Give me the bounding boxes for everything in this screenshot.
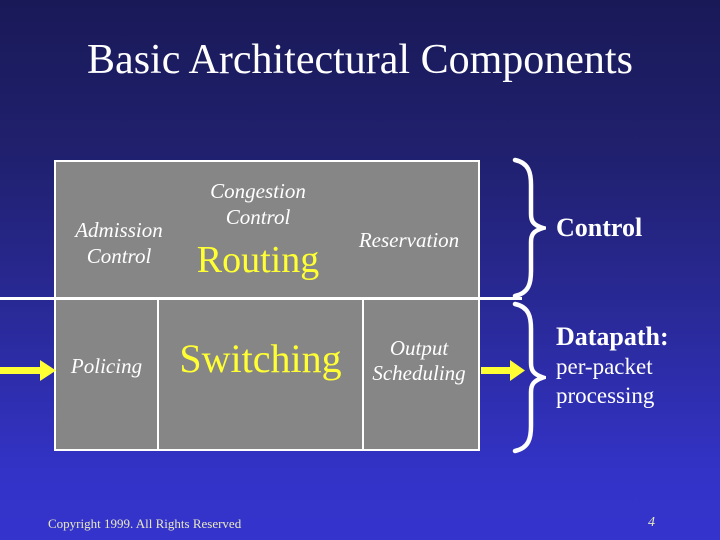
router-components-box: Admission Control Congestion Control Rou… — [54, 160, 480, 451]
output-scheduling-line2: Scheduling — [372, 361, 466, 385]
datapath-subline2: processing — [556, 383, 655, 408]
ingress-packet-arrow-icon — [0, 360, 56, 381]
switching-output-divider — [362, 300, 364, 449]
control-brace-icon — [512, 157, 546, 299]
datapath-subline1: per-packet — [556, 354, 653, 379]
switching-label: Switching — [179, 336, 342, 381]
control-plane-label: Control — [556, 213, 643, 242]
admission-control-line1: Admission — [75, 218, 163, 242]
congestion-control-line1: Congestion — [210, 179, 306, 203]
reservation-label: Reservation — [358, 228, 460, 252]
policing-switching-divider — [157, 300, 159, 449]
datapath-annotation: Datapath: per-packet processing — [556, 321, 669, 410]
page-number: 4 — [648, 515, 655, 530]
datapath-heading: Datapath: — [556, 322, 669, 351]
admission-control-label: Admission Control — [56, 217, 182, 269]
copyright-notice: Copyright 1999. All Rights Reserved — [48, 516, 242, 531]
congestion-control-line2: Control — [225, 205, 291, 229]
policing-label: Policing — [70, 354, 143, 378]
control-datapath-divider — [0, 297, 522, 300]
output-scheduling-label: Output Scheduling — [360, 336, 478, 386]
egress-packet-arrow-icon — [481, 360, 525, 381]
congestion-control-label: Congestion Control — [190, 178, 326, 230]
routing-label: Routing — [196, 239, 320, 281]
admission-control-line2: Control — [86, 244, 152, 268]
output-scheduling-line1: Output — [389, 336, 449, 360]
datapath-brace-icon — [512, 301, 546, 454]
page-title: Basic Architectural Components — [87, 37, 633, 84]
